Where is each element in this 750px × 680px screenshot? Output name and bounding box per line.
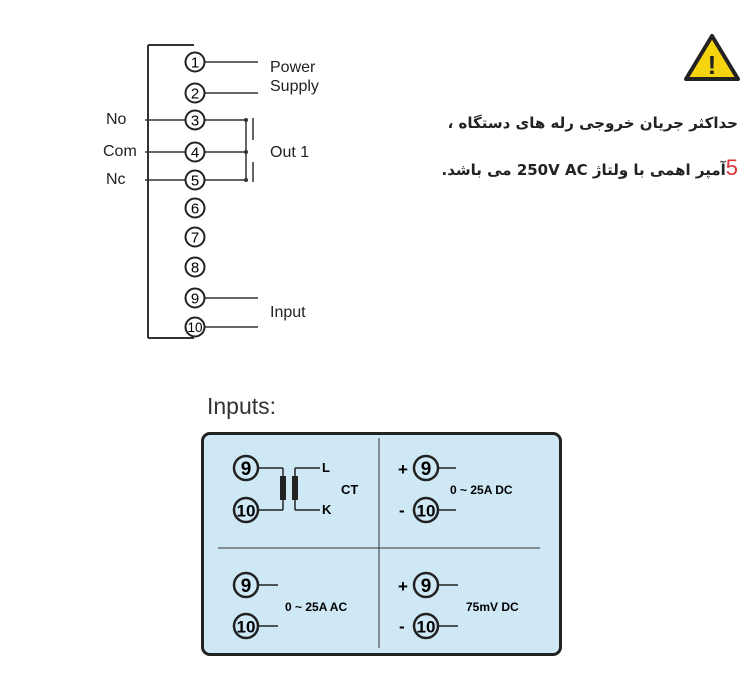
svg-text:1: 1 [191,55,199,72]
ac-wiring [258,584,278,627]
svg-text:10: 10 [237,618,256,637]
label-nc: Nc [106,171,126,188]
svg-text:10: 10 [187,320,202,335]
terminal-4: 4 [184,141,206,163]
device-outline [147,44,194,339]
svg-text:2: 2 [191,86,199,103]
ac-range-label: 0 ~ 25A AC [285,600,347,614]
svg-text:6: 6 [191,201,199,218]
svg-text:9: 9 [241,459,252,480]
svg-text:7: 7 [191,230,199,247]
inputs-panel [201,432,562,656]
terminal-1: 1 [184,51,206,73]
relay-current-number: 5 [725,155,738,180]
svg-text:10: 10 [417,618,436,637]
relay-note-line2: 5آمپر اهمی با ولتاژ 250V AC می باشد. [442,155,739,181]
relay-note-line1: حداکثر جریان خروجی رله های دستگاه ، [447,114,738,132]
dc-minus: - [399,501,405,520]
label-power: Power [270,59,316,76]
relay-dot [244,178,248,182]
dc-range-label: 0 ~ 25A DC [450,483,513,497]
svg-text:4: 4 [191,145,199,162]
ct-label-k: K [322,502,332,517]
svg-text:10: 10 [237,502,256,521]
terminal-3: 3 [184,109,206,131]
mv-plus: + [398,577,408,596]
terminal-6: 6 [184,197,206,219]
dc-plus: + [398,460,408,479]
terminal-9: 9 [184,287,206,309]
relay-dot [244,150,248,154]
svg-text:9: 9 [241,576,252,597]
terminal-10-mv: 10 [412,612,440,640]
label-no: No [106,111,127,128]
mv-range-label: 75mV DC [466,600,519,614]
relay-note-prefix: آمپر اهمی با ولتاژ [592,161,726,179]
relay-note-voltage: 250V AC [516,161,588,179]
dc-wiring [438,467,456,511]
svg-text:10: 10 [417,502,436,521]
svg-text:9: 9 [421,576,432,597]
terminal-9-mv: 9 [412,571,440,599]
svg-text:3: 3 [191,113,199,130]
relay-note-suffix: می باشد. [441,161,512,179]
terminal-10-ac: 10 [232,612,260,640]
terminal-9-ac: 9 [232,571,260,599]
svg-text:9: 9 [191,291,199,308]
ct-core-left [280,476,286,500]
inputs-title: Inputs: [207,393,277,419]
terminal-10: 10 [184,316,206,338]
terminal-7: 7 [184,226,206,248]
svg-text:9: 9 [421,459,432,480]
ct-label-l: L [322,460,330,475]
terminal-8: 8 [184,256,206,278]
terminal-10-dc: 10 [412,496,440,524]
svg-text:!: ! [708,50,717,80]
label-com: Com [103,143,137,160]
ct-label: CT [341,482,358,497]
warning-triangle-icon: ! [684,34,740,81]
terminal-2: 2 [184,82,206,104]
terminal-10-ct: 10 [232,496,260,524]
svg-text:8: 8 [191,260,199,277]
mv-wiring [438,584,458,627]
label-input: Input [270,304,306,321]
terminal-9-dc: 9 [412,454,440,482]
label-out1: Out 1 [270,144,310,161]
terminal-5: 5 [184,169,206,191]
svg-text:5: 5 [191,173,199,190]
ct-wiring [258,467,320,511]
mv-minus: - [399,617,405,636]
terminal-9-ct: 9 [232,454,260,482]
ct-core-right [292,476,298,500]
relay-dot [244,118,248,122]
label-supply: Supply [270,78,319,95]
